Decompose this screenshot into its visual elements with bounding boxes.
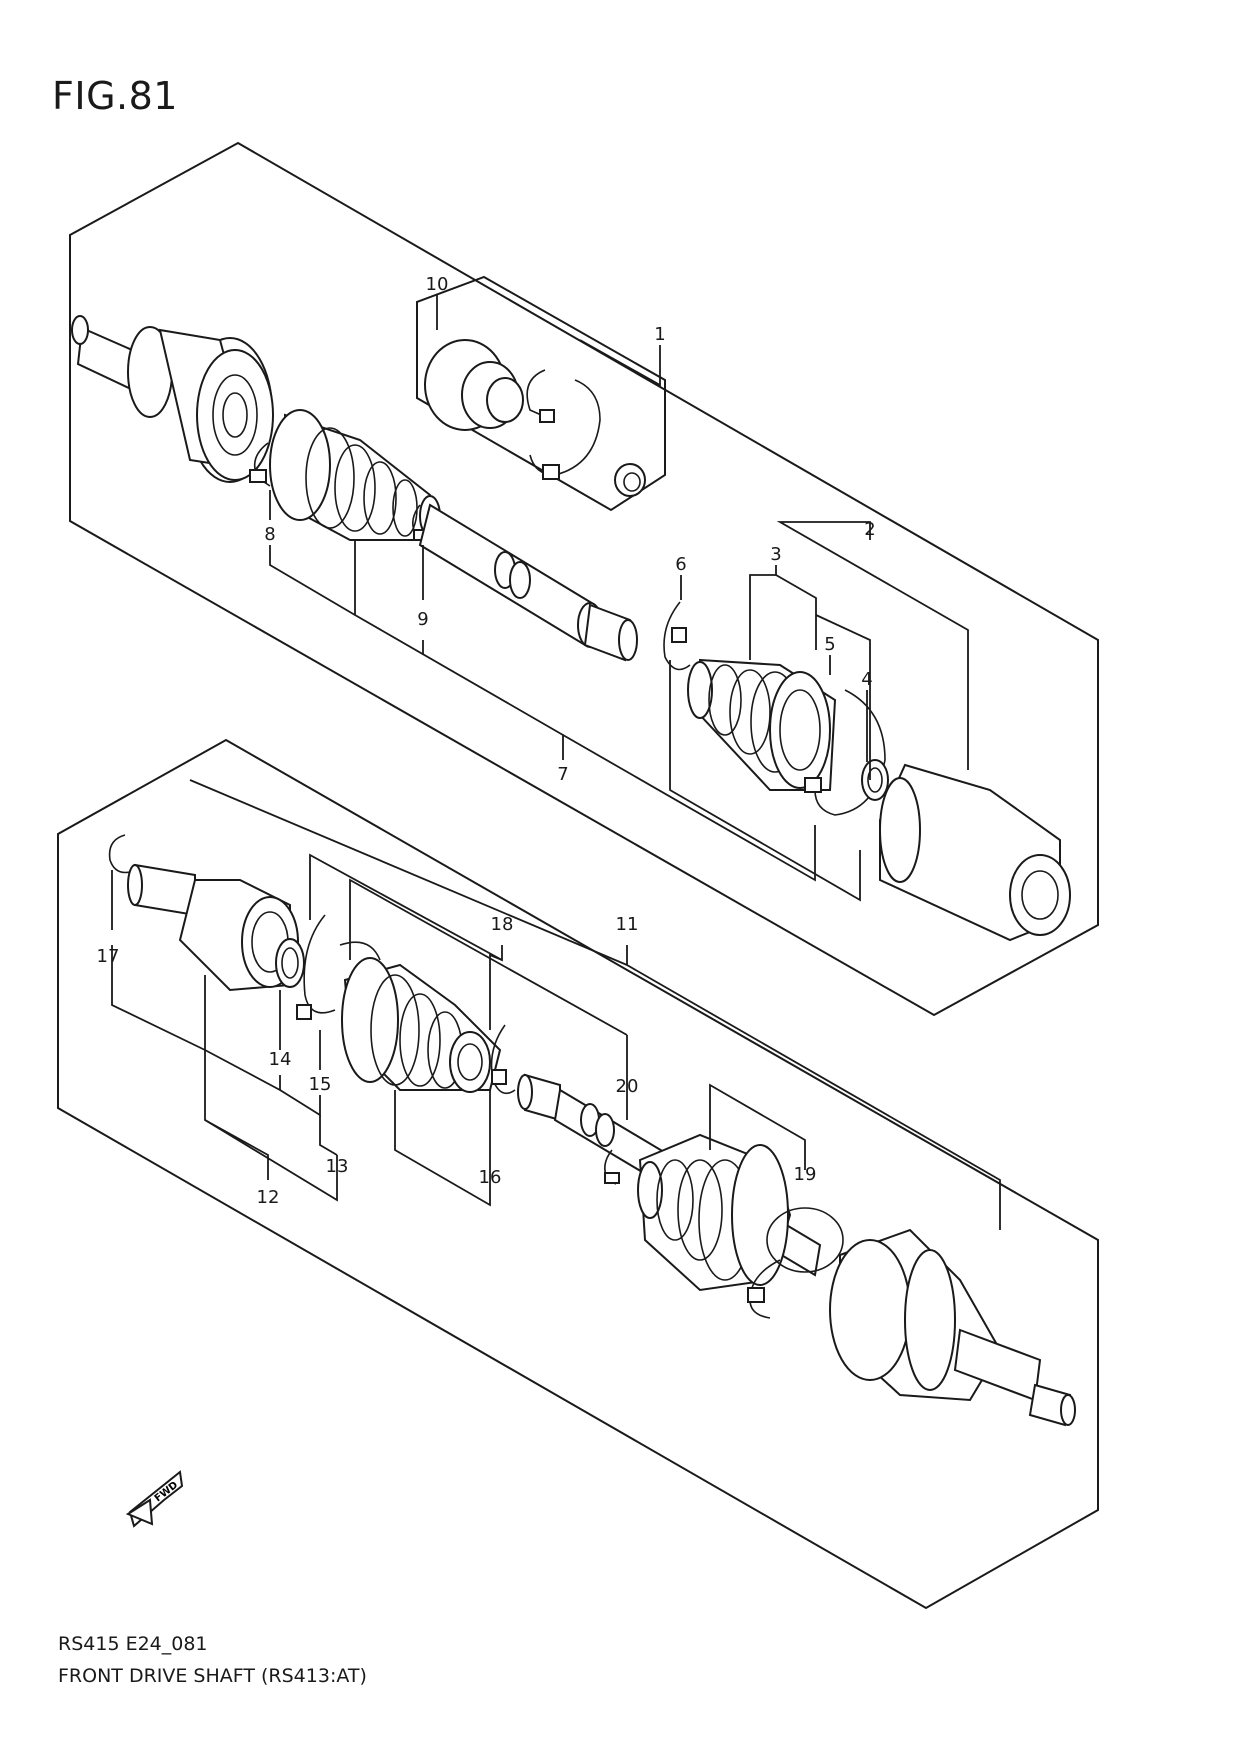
leader-13 (204, 975, 338, 1202)
leader-6b (669, 660, 861, 902)
leader-12 (204, 1119, 269, 1180)
figure-title: FIG.81 (52, 74, 178, 118)
callout-9: 9 (417, 609, 428, 630)
lower-inner-boot-13 (341, 957, 502, 1093)
drawing-code: RS415 E24_081 (58, 1633, 208, 1655)
leader-3 (749, 565, 777, 660)
lower-circlip-17 (108, 834, 131, 874)
callout-7: 7 (557, 764, 568, 785)
leader-11b (626, 964, 1001, 1230)
upper-snap-ring-4 (861, 759, 889, 801)
leader-19 (709, 1083, 806, 1170)
callout-20: 20 (616, 1076, 639, 1097)
callout-1: 1 (654, 324, 665, 345)
leader-5b (815, 614, 871, 780)
leader-13b (319, 1115, 338, 1156)
callout-16: 16 (479, 1167, 502, 1188)
upper-outer-cv-joint (71, 315, 274, 483)
upper-assembly-frame (69, 141, 1099, 1017)
callout-5: 5 (824, 634, 835, 655)
callout-4: 4 (861, 669, 872, 690)
upper-outer-boot (269, 409, 441, 541)
lower-clamp-16 (490, 1024, 516, 1095)
callout-14: 14 (269, 1049, 292, 1070)
callout-3: 3 (770, 544, 781, 565)
callout-10: 10 (426, 274, 449, 295)
leader-16 (394, 1090, 491, 1207)
callout-19: 19 (794, 1164, 817, 1185)
lower-inner-joint-housing-12 (127, 863, 299, 992)
kit-10-inset-frame (416, 275, 666, 512)
callout-11: 11 (616, 914, 639, 935)
leader-7 (354, 540, 564, 760)
lower-large-band-19 (747, 1207, 844, 1319)
callout-2: 2 (864, 519, 875, 540)
callout-18: 18 (491, 914, 514, 935)
callout-17: 17 (97, 946, 120, 967)
leader-17 (111, 945, 206, 1051)
callout-15: 15 (309, 1074, 332, 1095)
leader-2 (776, 521, 969, 770)
upper-inner-boot (687, 658, 837, 791)
fwd-direction-arrow: FWD (125, 1470, 184, 1528)
callout-8: 8 (264, 524, 275, 545)
leader-3b (775, 574, 817, 650)
lower-assembly-frame (57, 738, 1099, 1610)
lower-outer-cv-joint-11 (829, 1228, 1076, 1427)
upper-clamp-8 (249, 442, 271, 487)
lower-outer-boot-18 (637, 1133, 792, 1292)
leader-8 (269, 545, 356, 616)
leader-7b (562, 734, 816, 882)
callout-6: 6 (675, 554, 686, 575)
callout-13: 13 (326, 1156, 349, 1177)
lower-clamp-20 (604, 1149, 620, 1185)
leader-20b (349, 878, 628, 1036)
leader-18b (489, 953, 503, 1030)
upper-inner-joint-housing-2 (879, 763, 1071, 942)
leader-18 (309, 853, 503, 962)
lower-large-band-15 (296, 914, 381, 1020)
callout-12: 12 (257, 1187, 280, 1208)
upper-axle-shaft (418, 503, 638, 662)
upper-clamp-6 (663, 601, 691, 671)
drawing-caption: FRONT DRIVE SHAFT (RS413:AT) (58, 1665, 367, 1687)
lower-snap-ring-14 (275, 938, 305, 988)
kit-10-components (424, 339, 646, 497)
leader-1 (579, 339, 661, 387)
